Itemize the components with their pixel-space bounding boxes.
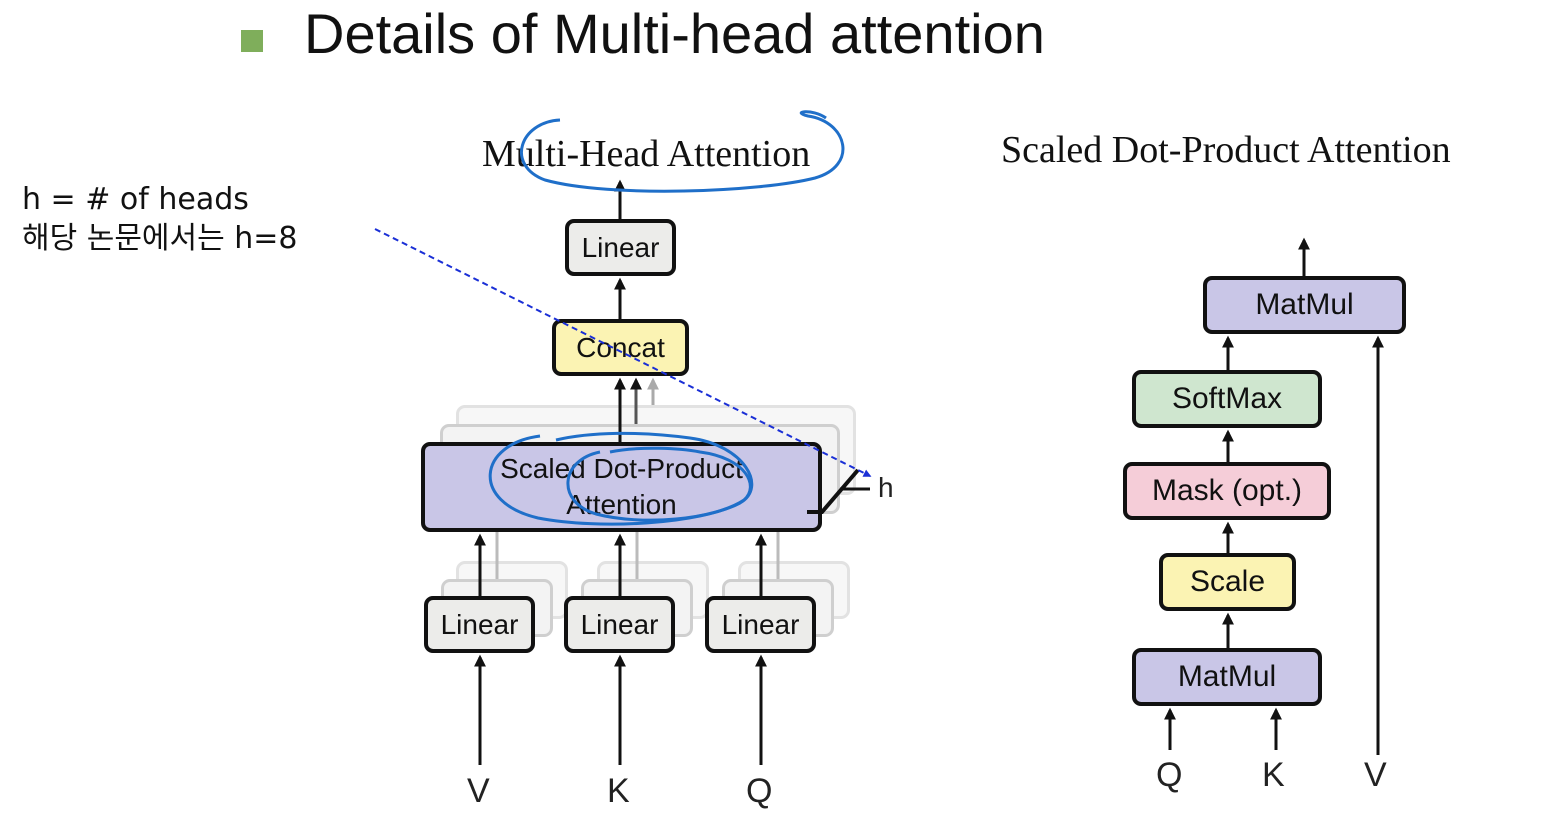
pen-circle-title (519, 110, 845, 193)
slide-title: Details of Multi-head attention (304, 2, 1045, 65)
scale-label: Scale (1189, 565, 1266, 598)
matmul-bottom-box: MatMul (1132, 648, 1322, 706)
note-heads: h = # of heads (22, 182, 249, 217)
linear-label-v: Linear (440, 608, 519, 640)
sdpa-input-label-k: K (1262, 756, 1285, 794)
mask-label: Mask (opt.) (1151, 474, 1303, 507)
sdpa-input-label-q: Q (1156, 756, 1183, 794)
multi-head-title: Multi-Head Attention (482, 133, 811, 175)
matmul-bottom-label: MatMul (1177, 660, 1277, 693)
matmul-top-label: MatMul (1255, 288, 1354, 321)
note-paper-h: 해당 논문에서는 h=8 (22, 221, 298, 256)
linear-label-q: Linear (721, 608, 800, 640)
pen-circle-attention-inner (566, 446, 752, 522)
linear-box-q: Linear (705, 596, 816, 653)
linear-box-v: Linear (424, 596, 535, 653)
attention-label-line2: Attention (566, 489, 677, 520)
scaled-dot-title: Scaled Dot-Product Attention (1001, 129, 1451, 171)
dashed-pointer-arrow (374, 228, 872, 477)
linear-label-k: Linear (580, 608, 659, 640)
sdpa-input-label-v: V (1364, 756, 1387, 794)
linear-box-k: Linear (564, 596, 675, 653)
top-linear-label: Linear (581, 231, 660, 263)
input-label-q: Q (746, 772, 773, 810)
scale-box: Scale (1159, 553, 1296, 611)
concat-box: Concat (552, 319, 689, 376)
input-label-v: V (467, 772, 490, 810)
softmax-label: SoftMax (1171, 382, 1283, 415)
mask-box: Mask (opt.) (1123, 462, 1331, 520)
top-linear-box: Linear (565, 219, 676, 276)
pen-circle-attention-outer (488, 431, 754, 526)
heads-count-label: h (878, 472, 894, 503)
heads-bracket (807, 468, 860, 514)
softmax-box: SoftMax (1132, 370, 1322, 428)
attention-box: Scaled Dot-Product Attention (421, 442, 822, 532)
matmul-top-box: MatMul (1203, 276, 1406, 334)
square-bullet-icon (241, 30, 263, 52)
attention-label-line1: Scaled Dot-Product (500, 453, 743, 484)
input-label-k: K (607, 772, 630, 810)
